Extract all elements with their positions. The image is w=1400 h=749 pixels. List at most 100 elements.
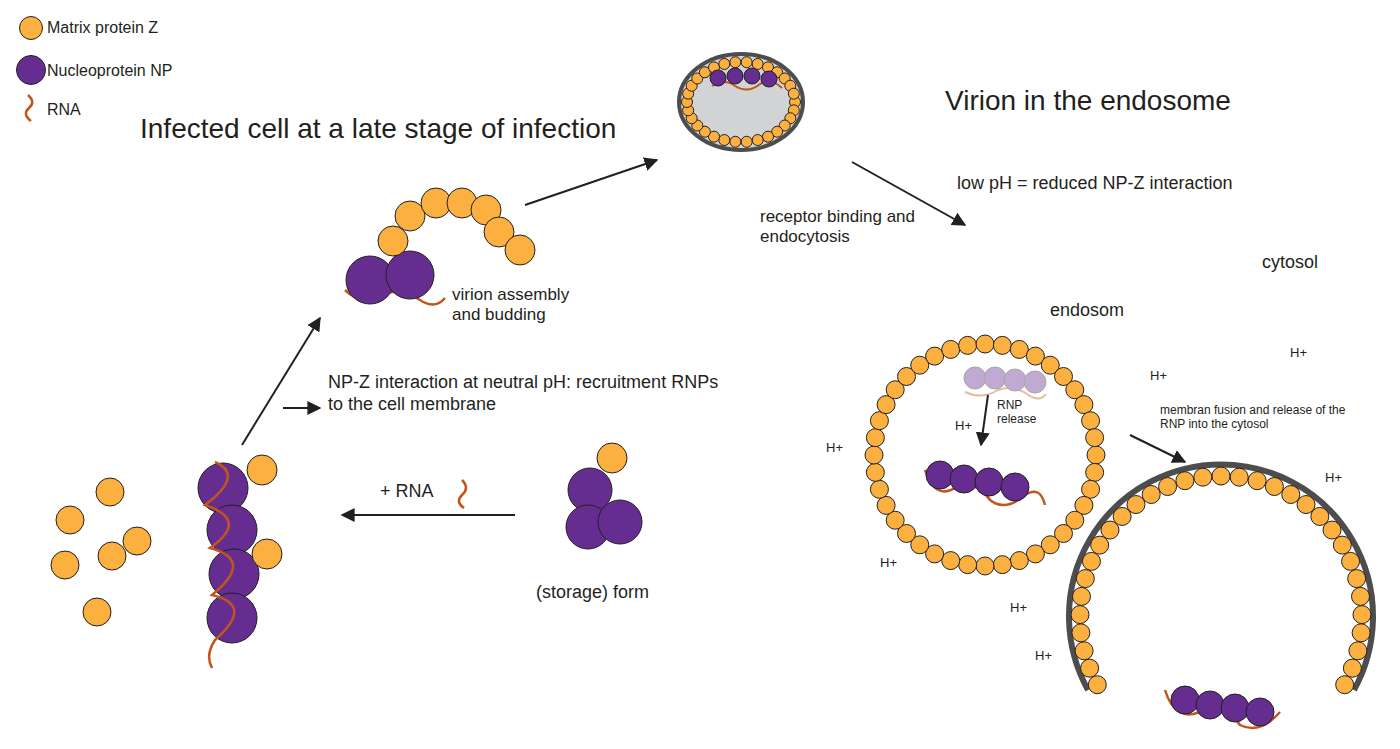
node-text: NP-Z interaction at neutral pH: recruitm…: [328, 372, 728, 415]
storage-form: [566, 443, 642, 549]
endosome-virion-contents: [870, 412, 888, 430]
free-matrix-protein: [56, 506, 84, 534]
endosome-virion-contents: [1082, 412, 1100, 430]
endosome-virion-contents: [993, 336, 1011, 354]
endosome-virion-contents: [926, 461, 954, 489]
legend-text: RNA: [47, 100, 81, 119]
endosome-virion-contents: [984, 367, 1006, 389]
fused-vesicle: [1353, 606, 1371, 624]
endosome-virion-contents: [1010, 340, 1028, 358]
top-virion: [679, 54, 803, 150]
legend-text: Matrix protein Z: [47, 18, 158, 37]
fused-vesicle: [1351, 587, 1369, 605]
fused-vesicle: [1071, 606, 1089, 624]
infected-cell: virion assembly and buddingNP-Z interact…: [0, 180, 740, 749]
top-virion: [741, 136, 752, 147]
node-text: cytosol: [1262, 252, 1318, 274]
endosome-virion-contents: [865, 335, 1105, 575]
endosome-virion-contents: [964, 367, 1046, 399]
process-arrow: [242, 160, 1185, 515]
fused-vesicle: [1336, 676, 1354, 694]
annotation: low pH = reduced NP-Z interaction: [957, 173, 1233, 195]
panel-heading: Infected cell at a late stage of infecti…: [140, 112, 616, 146]
fused-vesicle: [1176, 472, 1194, 490]
endosome-virion-contents: [1010, 552, 1028, 570]
endosome-virion-contents: [866, 429, 884, 447]
fused-vesicle: [1282, 485, 1300, 503]
budding-virion: [386, 251, 434, 299]
fused-vesicle: [1091, 536, 1109, 554]
node-text: endosom: [1050, 300, 1124, 322]
infected-cell-outline: [0, 186, 735, 749]
free-rna: [459, 480, 466, 508]
budding-virion: [505, 235, 535, 265]
endosome-virion-contents: [1087, 446, 1105, 464]
ion-label: H+: [955, 418, 972, 434]
fused-vesicle: [1082, 552, 1100, 570]
top-virion: [761, 71, 777, 87]
fused-vesicle: [1142, 485, 1160, 503]
process-arrow: [342, 514, 515, 516]
endosome-virion-contents: [950, 465, 978, 493]
node-text: (storage) form: [536, 582, 649, 604]
endosome-virion-contents: [964, 367, 986, 389]
endosome-virion-contents: [1004, 369, 1026, 391]
top-virion: [719, 135, 730, 146]
released-rnp: [1196, 691, 1224, 719]
endosome: endosom membran fusion and release of the…: [788, 255, 1393, 730]
released-rnp: [1246, 698, 1274, 726]
rnp-chain: [205, 462, 234, 668]
free-rna: [459, 480, 466, 508]
top-virion: [710, 70, 726, 86]
top-virion: [741, 57, 752, 68]
endosome-virion-outline: [863, 333, 1107, 577]
free-matrix-protein: [98, 542, 126, 570]
endosome-outline: [805, 271, 1390, 725]
node-text: virion assembly and budding: [452, 285, 602, 326]
endosome-virion-contents: [959, 336, 977, 354]
fused-vesicle: [1075, 642, 1093, 660]
top-virion: [730, 136, 741, 147]
ion-label: H+: [826, 440, 843, 456]
fused-vesicle: [1342, 552, 1360, 570]
endosome-virion: H+RNP release: [860, 330, 1110, 580]
endosome-virion-contents: [975, 468, 1003, 496]
legend-swatch: [16, 55, 46, 85]
endosome-virion-contents: [942, 340, 960, 358]
process-arrow: [525, 160, 657, 205]
fused-vesicle: [1069, 464, 1373, 690]
rnp-chain: [247, 455, 277, 485]
panel-heading: Virion in the endosome: [945, 84, 1231, 118]
fused-vesicle: [1072, 624, 1090, 642]
node-text: membran fusion and release of the RNP in…: [1160, 403, 1355, 432]
endosome-virion-contents: [1075, 396, 1093, 414]
process-arrow: [981, 395, 988, 445]
ion-label: H+: [1325, 470, 1342, 486]
fused-vesicle: [1159, 478, 1177, 496]
fused-vesicle: [1071, 467, 1371, 694]
endosome-virion-contents: [1001, 473, 1029, 501]
annotation: receptor binding and endocytosis: [760, 207, 920, 248]
storage-form: [598, 500, 642, 544]
fused-vesicle: [1069, 464, 1373, 693]
endosome-virion-contents: [870, 480, 888, 498]
top-virion: [730, 57, 741, 68]
free-matrix-protein: [51, 478, 151, 626]
endosome-virion-contents: [866, 463, 884, 481]
budding-virion: [378, 188, 535, 265]
rnp-chain: [252, 539, 282, 569]
target-cell: cytosol endosom membran fusion and release…: [795, 235, 1400, 749]
rnp-chain: [198, 455, 282, 668]
endosome-virion-contents: [993, 556, 1011, 574]
target-cell-outline: [800, 240, 1400, 749]
endosome-virion-contents: [865, 446, 883, 464]
endosome-virion-contents: [976, 335, 994, 353]
endosome-virion-contents: [1024, 371, 1046, 393]
endosome-virion-contents: [942, 552, 960, 570]
fused-vesicle: [1194, 468, 1212, 486]
fused-vesicle: [1076, 570, 1094, 588]
endosome-virion-contents: [926, 347, 944, 365]
top-virion: [752, 135, 763, 146]
endosome-virion-contents: [1082, 480, 1100, 498]
free-matrix-protein: [96, 478, 124, 506]
